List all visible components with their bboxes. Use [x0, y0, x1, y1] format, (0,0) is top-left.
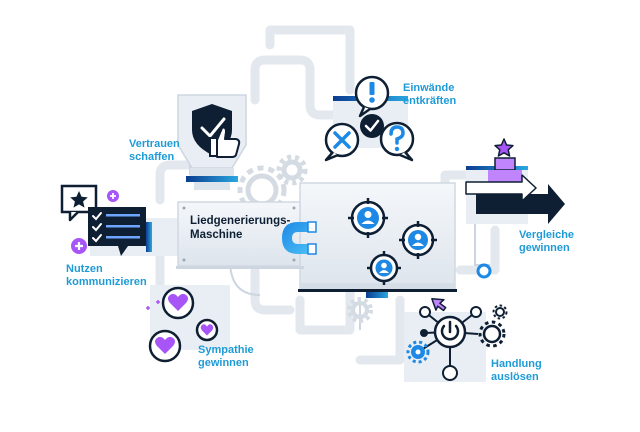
label-action: Handlung auslösen: [491, 358, 542, 384]
label-action-line2: auslösen: [491, 371, 539, 383]
check-icon: [360, 114, 384, 138]
label-objections-line1: Einwände: [403, 82, 455, 94]
label-benefits-line1: Nutzen: [66, 263, 103, 275]
compare-cluster: [465, 138, 565, 224]
sympathy-cluster: [146, 285, 230, 363]
action-cluster: [404, 298, 508, 382]
checklist-icon: [88, 207, 146, 256]
star-icon: [494, 138, 514, 157]
star-icon: [60, 184, 98, 222]
magnet-icon: [282, 221, 317, 255]
x-icon: [324, 122, 360, 162]
label-compare-line2: gewinnen: [519, 242, 570, 254]
label-action-line1: Handlung: [491, 358, 542, 370]
heart-icon: [161, 286, 195, 320]
label-objections-line2: entkräften: [403, 95, 457, 107]
plus-icon: [107, 190, 119, 202]
objections-cluster: [324, 75, 415, 162]
machine-label: Liedgenerierungs- Maschine: [190, 214, 290, 242]
label-sympathy-line2: gewinnen: [198, 357, 249, 369]
arrow-icon: [465, 174, 537, 202]
label-sympathy-line1: Sympathie: [198, 344, 254, 356]
label-objections: Einwände entkräften: [403, 82, 456, 108]
question-icon: [379, 121, 415, 162]
gear-icon: [406, 340, 430, 364]
trust-tower: [177, 94, 247, 190]
label-compare-line1: Vergleiche: [519, 229, 575, 241]
target-user-icon: [399, 221, 437, 259]
machine-label-line2: Maschine: [190, 229, 243, 241]
gear-icon: [478, 320, 506, 348]
cursor-icon: [431, 298, 447, 312]
label-benefits: Nutzen kommunizieren: [66, 263, 147, 289]
benefits-cluster: [60, 184, 185, 256]
target-user-icon: [367, 251, 401, 285]
heart-icon: [148, 329, 182, 363]
label-trust-line2: schaffen: [129, 151, 175, 163]
thumbs-up-icon: [209, 126, 241, 158]
label-benefits-line2: kommunizieren: [66, 276, 147, 288]
power-icon: [433, 315, 467, 349]
label-compare: Vergleiche gewinnen: [519, 229, 574, 255]
gear-icon: [492, 304, 508, 320]
pipe-joint: [476, 263, 492, 279]
exclamation-icon: [354, 75, 390, 118]
label-trust-line1: Vertrauen: [129, 138, 180, 150]
machine-label-line1: Liedgenerierungs-: [190, 215, 291, 227]
heart-icon: [195, 318, 219, 342]
label-sympathy: Sympathie gewinnen: [198, 344, 254, 370]
label-trust: Vertrauen schaffen: [129, 138, 180, 164]
gear-icon: [347, 297, 373, 323]
plus-icon: [71, 238, 87, 254]
target-user-icon: [348, 198, 388, 238]
